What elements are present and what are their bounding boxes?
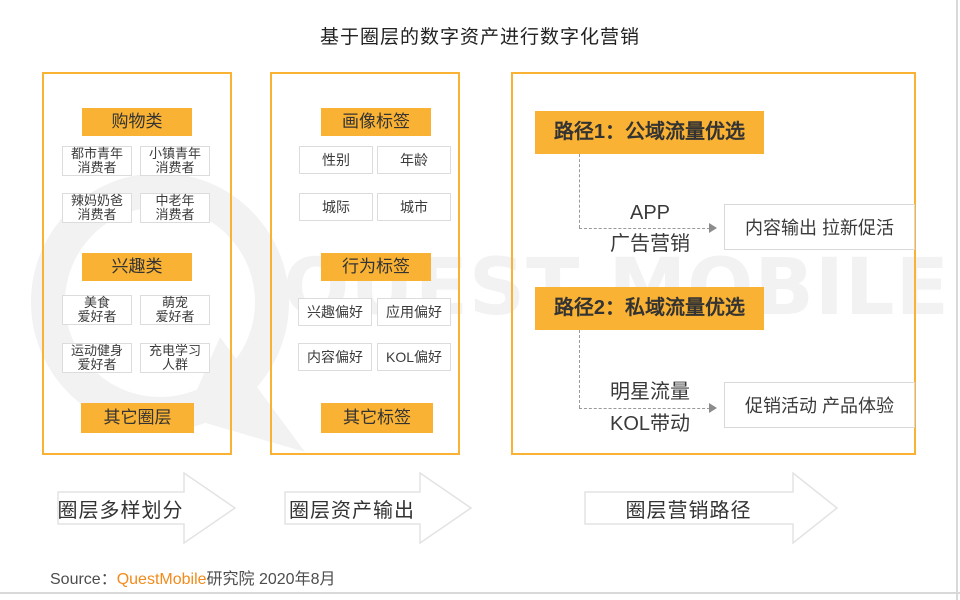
badge-shopping-category: 购物类 (82, 108, 192, 136)
panel-marketing-paths: 路径1：公域流量优选 APP 广告营销 内容输出 拉新促活 路径2：私域流量优选… (511, 72, 916, 455)
tag-cell-city-tier: 城际 (299, 193, 373, 221)
segment-cell-urban-youth: 都市青年消费者 (62, 146, 132, 176)
tag-cell-city: 城市 (377, 193, 451, 221)
segment-cell-parents: 辣妈奶爸消费者 (62, 193, 132, 223)
screenshot-right-edge (956, 0, 958, 600)
flow-arrow-segmentation: 圈层多样划分 (57, 472, 237, 544)
path1-channel-label-line2: 广告营销 (610, 233, 690, 255)
flow-arrow-marketing-path: 圈层营销路径 (584, 472, 839, 544)
badge-profile-tags: 画像标签 (321, 108, 431, 136)
badge-behavior-tags: 行为标签 (321, 253, 431, 281)
panel-tags: 画像标签 性别 年龄 城际 城市 行为标签 兴趣偏好 应用偏好 内容偏好 KOL… (270, 72, 460, 455)
tag-cell-app-pref: 应用偏好 (377, 298, 451, 326)
path2-channel-label-line1: 明星流量 (610, 381, 690, 403)
tag-cell-interest-pref: 兴趣偏好 (298, 298, 372, 326)
segment-cell-middle-aged: 中老年消费者 (140, 193, 210, 223)
path1-result-box: 内容输出 拉新促活 (724, 204, 915, 250)
tag-cell-kol-pref: KOL偏好 (377, 343, 451, 371)
path2-arrow-tip-icon (709, 403, 717, 413)
badge-other-tags: 其它标签 (321, 403, 433, 433)
segment-cell-food-lovers: 美食爱好者 (62, 295, 132, 325)
segment-cell-learners: 充电学习人群 (140, 343, 210, 373)
flow-arrow-label: 圈层营销路径 (625, 499, 752, 522)
badge-path2-private-traffic: 路径2：私域流量优选 (535, 287, 764, 330)
path1-connector-horizontal (579, 228, 710, 229)
flow-arrow-shape-icon (284, 472, 472, 544)
segment-cell-town-youth: 小镇青年消费者 (140, 146, 210, 176)
tag-cell-content-pref: 内容偏好 (298, 343, 372, 371)
source-line: Source：QuestMobile研究院 2020年8月 (50, 565, 335, 589)
source-brand: QuestMobile (116, 571, 207, 588)
screenshot-bottom-edge (0, 592, 960, 594)
path2-result-box: 促销活动 产品体验 (724, 382, 915, 428)
path2-channel-label-line2: KOL带动 (609, 413, 691, 435)
path1-arrow-tip-icon (709, 223, 717, 233)
panel-segments: 购物类 都市青年消费者 小镇青年消费者 辣妈奶爸消费者 中老年消费者 兴趣类 美… (42, 72, 232, 455)
flow-arrow-label: 圈层多样划分 (57, 499, 184, 522)
badge-other-segments: 其它圈层 (81, 403, 194, 433)
segment-cell-fitness-lovers: 运动健身爱好者 (62, 343, 132, 373)
page-title: 基于圈层的数字资产进行数字化营销 (319, 27, 640, 48)
flow-arrow-shape-icon (57, 472, 237, 544)
segment-cell-pet-lovers: 萌宠爱好者 (140, 295, 210, 325)
path1-channel-label-line1: APP (629, 202, 671, 224)
source-prefix: Source： (50, 571, 117, 588)
badge-path1-public-traffic: 路径1：公域流量优选 (535, 111, 764, 154)
flow-arrow-shape-icon (584, 472, 839, 544)
badge-interest-category: 兴趣类 (82, 253, 192, 281)
flow-arrow-asset-output: 圈层资产输出 (284, 472, 472, 544)
path2-connector-horizontal (579, 408, 710, 409)
path1-connector-vertical (579, 154, 580, 228)
flow-arrow-label: 圈层资产输出 (289, 499, 415, 522)
source-suffix: 研究院 2020年8月 (206, 571, 336, 588)
path2-connector-vertical (579, 330, 580, 408)
tag-cell-gender: 性别 (299, 146, 373, 174)
tag-cell-age: 年龄 (377, 146, 451, 174)
